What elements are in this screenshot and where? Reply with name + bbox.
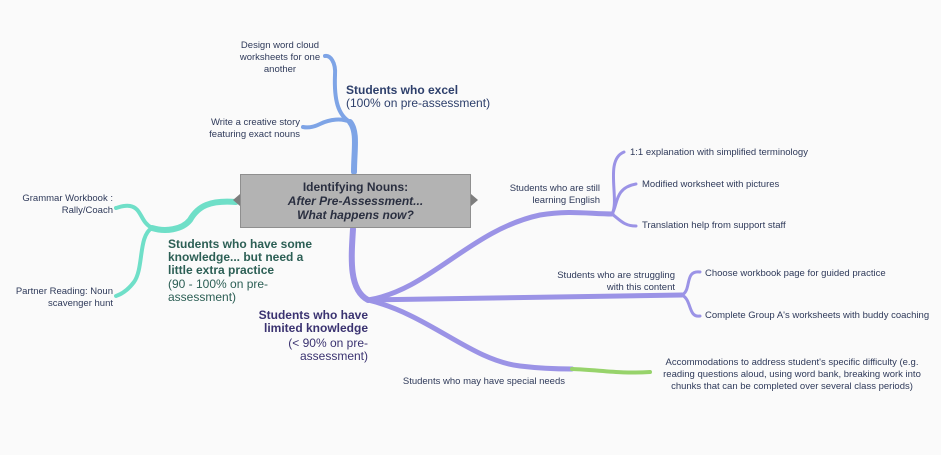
connector-limited-struggling xyxy=(365,292,685,303)
central-question: What happens now? xyxy=(297,208,414,222)
topic-excel-subtitle: (100% on pre-assessment) xyxy=(346,96,491,110)
topic-limited-title[interactable]: Students who have limited knowledge xyxy=(258,308,368,335)
leaf-excel-creative-story[interactable]: Write a creative story featuring exact n… xyxy=(209,117,300,140)
connector-limited-special xyxy=(365,297,575,372)
subtopic-special-needs[interactable]: Students who may have special needs xyxy=(402,376,565,387)
connector-excel-up xyxy=(323,53,352,124)
leaf-special-accommodations[interactable]: Accommodations to address student's spec… xyxy=(663,357,921,392)
topic-some-title[interactable]: Students who have some knowledge... but … xyxy=(168,237,313,277)
central-title: Identifying Nouns: xyxy=(302,180,409,194)
connector-special-leaf xyxy=(570,367,652,375)
topic-excel-title[interactable]: Students who excel xyxy=(346,83,459,97)
connector-some-down xyxy=(114,226,154,298)
leaf-struggling-group-a[interactable]: Complete Group A's worksheets with buddy… xyxy=(705,310,930,321)
subtopic-struggling[interactable]: Students who are struggling with this co… xyxy=(557,270,675,293)
topic-some-subtitle: (90 - 100% on pre-assessment) xyxy=(168,277,269,304)
connector-limited-english xyxy=(365,210,615,303)
leaf-excel-word-cloud[interactable]: Design word cloud worksheets for one ano… xyxy=(239,40,321,75)
leaf-english-modified-worksheet[interactable]: Modified worksheet with pictures xyxy=(642,179,780,190)
connector-some-trunk xyxy=(149,198,239,233)
connector-excel-down xyxy=(301,117,352,130)
collapse-left-arrow-icon[interactable] xyxy=(233,194,240,206)
leaf-some-partner-reading[interactable]: Partner Reading: Noun scavenger hunt xyxy=(15,286,113,309)
collapse-right-arrow-icon[interactable] xyxy=(471,194,478,206)
central-subtitle: After Pre-Assessment... xyxy=(287,194,424,208)
central-topic[interactable]: Identifying Nouns: After Pre-Assessment.… xyxy=(240,174,471,228)
leaf-english-explanation[interactable]: 1:1 explanation with simplified terminol… xyxy=(630,147,808,158)
connector-excel-trunk xyxy=(347,119,358,175)
topic-limited-subtitle: (< 90% on pre-assessment) xyxy=(288,336,368,363)
leaf-some-grammar-workbook[interactable]: Grammar Workbook : Rally/Coach xyxy=(22,193,113,216)
leaf-struggling-workbook[interactable]: Choose workbook page for guided practice xyxy=(705,268,886,279)
connector-limited-trunk xyxy=(348,226,371,303)
leaf-english-translation[interactable]: Translation help from support staff xyxy=(642,220,786,231)
connector-some-up xyxy=(114,203,154,230)
subtopic-learning-english[interactable]: Students who are still learning English xyxy=(509,183,600,206)
